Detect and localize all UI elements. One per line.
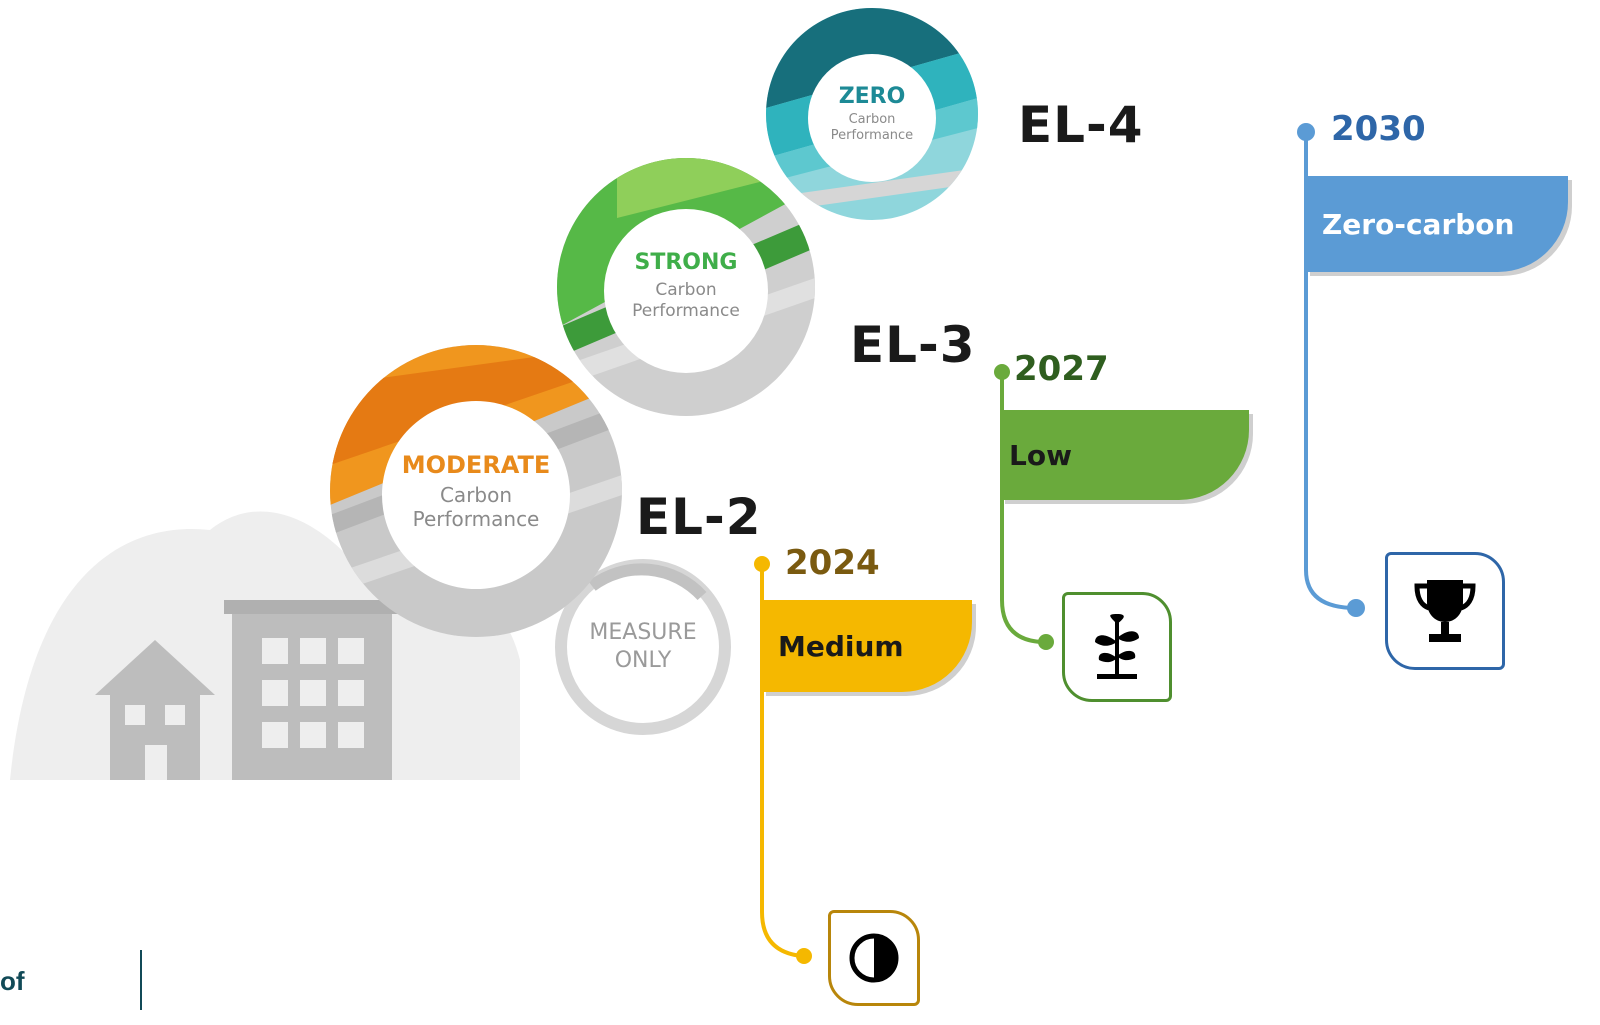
- measure-only-circle: MEASURE ONLY: [552, 556, 734, 738]
- timeline-2024-line: [754, 556, 812, 964]
- moderate-carbon-circle: MODERATE Carbon Performance: [330, 345, 622, 637]
- level-medium-label: Medium: [778, 629, 904, 663]
- contrast-icon: [849, 933, 899, 983]
- level-medium-flag: Medium: [762, 600, 972, 692]
- footer-divider: [140, 950, 142, 1010]
- strong-carbon-circle: STRONG Carbon Performance: [557, 158, 815, 416]
- level-zero-carbon-label: Zero-carbon: [1322, 207, 1515, 241]
- footer-logo-text: of: [0, 966, 25, 996]
- timeline-2027-line: [994, 364, 1054, 650]
- strong-title: STRONG: [634, 250, 738, 275]
- zero-line1: Carbon: [848, 112, 896, 127]
- year-2030: 2030: [1331, 109, 1426, 149]
- year-2027: 2027: [1014, 349, 1109, 389]
- zero-title: ZERO: [838, 84, 906, 109]
- zero-carbon-circle: ZERO Carbon Performance: [766, 8, 978, 220]
- el-4-label: EL-4: [1018, 96, 1144, 154]
- measure-only-line1: MEASURE: [589, 620, 697, 645]
- el-3-label: EL-3: [850, 316, 976, 374]
- contrast-icon-box: [828, 910, 920, 1006]
- office-building-icon: [224, 600, 400, 780]
- zero-line2: Performance: [830, 128, 914, 143]
- house-icon: [95, 640, 215, 780]
- moderate-line1: Carbon: [439, 483, 513, 507]
- el-2-label: EL-2: [636, 488, 762, 546]
- level-low-label: Low: [1009, 438, 1072, 472]
- plant-icon-box: [1062, 592, 1172, 702]
- moderate-line2: Performance: [412, 507, 540, 531]
- level-low-flag: Low: [1001, 410, 1249, 500]
- year-2024: 2024: [785, 543, 880, 583]
- measure-only-line2: ONLY: [614, 648, 672, 673]
- strong-line1: Carbon: [655, 280, 717, 300]
- trophy-icon-box: [1385, 552, 1505, 670]
- strong-line2: Performance: [632, 301, 740, 321]
- trophy-icon: [1414, 580, 1476, 642]
- level-zero-carbon-flag: Zero-carbon: [1306, 176, 1568, 272]
- timeline-2030-line: [1297, 123, 1365, 617]
- plant-sprout-icon: [1095, 614, 1139, 679]
- moderate-title: MODERATE: [401, 451, 551, 479]
